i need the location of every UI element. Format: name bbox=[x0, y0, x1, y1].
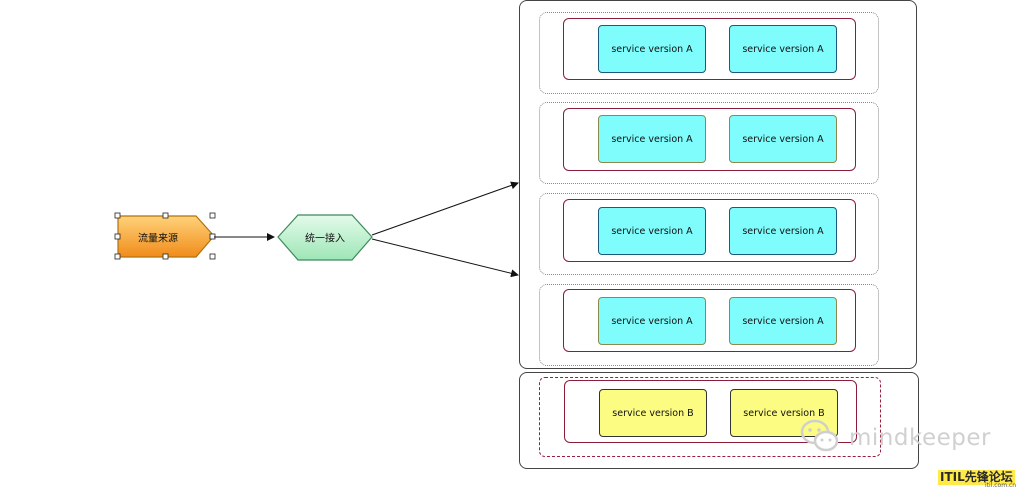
pool-version-a bbox=[519, 0, 917, 369]
watermark-text: mindkeeper bbox=[849, 425, 991, 451]
service-node[interactable]: service version A bbox=[729, 297, 837, 345]
gateway-node-shape[interactable] bbox=[277, 214, 373, 261]
edge-gateway-to-pool-lower bbox=[371, 238, 519, 278]
cluster bbox=[563, 108, 856, 171]
service-node[interactable]: service version A bbox=[598, 115, 706, 163]
pool-version-b bbox=[519, 372, 919, 469]
service-node[interactable]: service version A bbox=[598, 207, 706, 255]
cluster-group bbox=[539, 12, 879, 94]
cluster bbox=[563, 289, 856, 352]
cluster bbox=[563, 18, 856, 80]
gateway-node-label: 统一接入 bbox=[305, 233, 345, 245]
service-node[interactable]: service version A bbox=[598, 25, 706, 73]
service-node-b[interactable]: service version B bbox=[599, 389, 707, 437]
edge-gateway-to-pool-upper bbox=[371, 181, 519, 236]
source-node-shape[interactable] bbox=[117, 215, 215, 258]
service-node[interactable]: service version A bbox=[729, 115, 837, 163]
cluster-b bbox=[564, 380, 857, 443]
cluster-group bbox=[539, 102, 879, 184]
service-node[interactable]: service version A bbox=[598, 297, 706, 345]
cluster bbox=[563, 199, 856, 262]
wechat-icon bbox=[800, 419, 839, 452]
cluster-group-b bbox=[539, 377, 881, 457]
source-node-label: 流量来源 bbox=[138, 233, 178, 245]
cluster-group bbox=[539, 284, 879, 366]
forum-logo: ITIL先锋论坛 bbox=[938, 470, 1015, 485]
service-node[interactable]: service version A bbox=[729, 207, 837, 255]
forum-url: itil.com.cn bbox=[985, 482, 1017, 489]
service-node[interactable]: service version A bbox=[729, 25, 837, 73]
cluster-group bbox=[539, 193, 879, 275]
